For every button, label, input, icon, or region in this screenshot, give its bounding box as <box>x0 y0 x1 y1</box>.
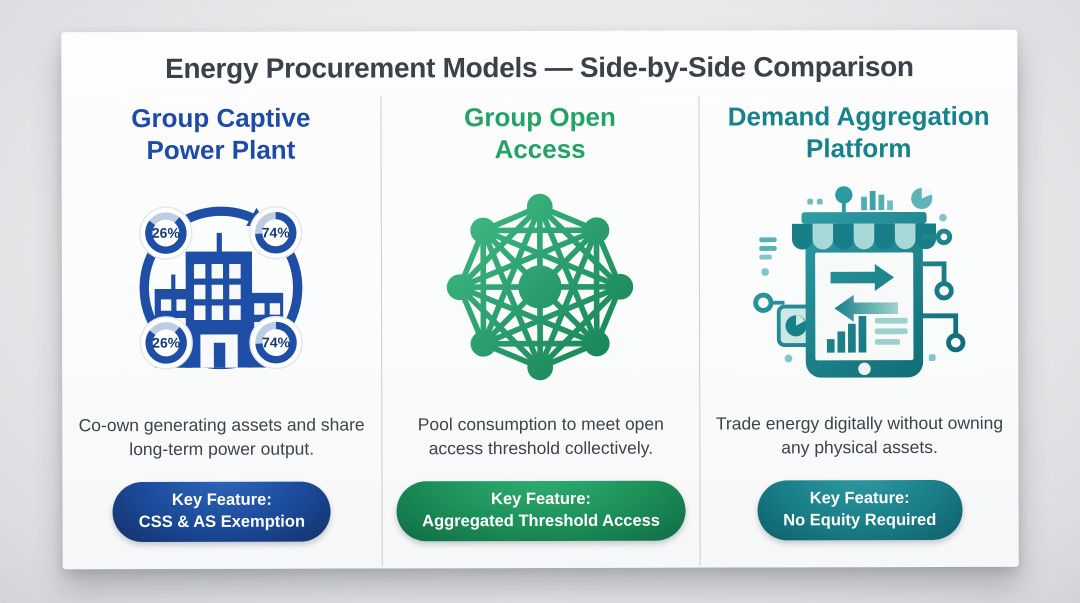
ownership-share-badges: 26% 74% 26% <box>139 206 304 371</box>
circuit-traces-icon <box>922 228 966 361</box>
key-feature-value: No Equity Required <box>783 511 937 530</box>
icon-box: 26% 74% 26% <box>107 180 336 397</box>
column-demand-aggregation: Demand Aggregation Platform <box>698 94 1019 566</box>
svg-text:74%: 74% <box>262 225 291 241</box>
key-feature-pill: Key Feature: No Equity Required <box>757 480 963 541</box>
columns-grid: Group Captive Power Plant <box>61 94 1019 568</box>
mesh-nodes <box>447 194 634 381</box>
key-feature-pill: Key Feature: Aggregated Threshold Access <box>396 481 687 542</box>
building-ownership-cycle-icon: 26% 74% 26% <box>139 206 304 371</box>
comparison-card: Energy Procurement Models — Side-by-Side… <box>61 29 1019 570</box>
share-badge-top-right: 74% <box>249 206 303 260</box>
key-feature-value: CSS & AS Exemption <box>138 512 306 532</box>
key-feature-label: Key Feature: <box>171 491 272 510</box>
digital-marketplace-tablet-icon <box>753 185 966 378</box>
key-feature-label: Key Feature: <box>491 490 592 509</box>
icon-box <box>437 179 644 396</box>
column-heading: Group Captive Power Plant <box>131 102 311 165</box>
key-feature-value: Aggregated Threshold Access <box>422 511 660 531</box>
column-description: Trade energy digitally without owning an… <box>715 413 1004 457</box>
column-heading: Demand Aggregation Platform <box>727 100 990 164</box>
column-group-captive: Group Captive Power Plant <box>61 96 381 567</box>
shop-awning-icon <box>792 211 937 250</box>
column-description: Co-own generating assets and share long-… <box>78 414 365 459</box>
icon-box <box>746 178 973 395</box>
trade-arrows-icon <box>830 263 899 322</box>
svg-text:74%: 74% <box>262 335 291 351</box>
svg-text:26%: 26% <box>152 335 181 351</box>
column-group-open-access: Group Open Access <box>380 95 701 567</box>
page-title: Energy Procurement Models — Side-by-Side… <box>165 51 914 84</box>
key-feature-pill: Key Feature: CSS & AS Exemption <box>112 481 332 543</box>
column-description: Pool consumption to meet open access thr… <box>417 414 664 458</box>
share-badge-bottom-left: 26% <box>139 316 194 371</box>
share-badge-bottom-right: 74% <box>249 316 304 370</box>
share-badge-top-left: 26% <box>139 206 193 261</box>
bar-chart-icon <box>827 315 908 353</box>
analytics-decor-icons <box>807 185 947 222</box>
svg-text:26%: 26% <box>152 225 181 241</box>
column-heading: Group Open Access <box>464 101 616 164</box>
key-feature-label: Key Feature: <box>809 489 910 508</box>
mesh-network-icon <box>447 194 634 381</box>
